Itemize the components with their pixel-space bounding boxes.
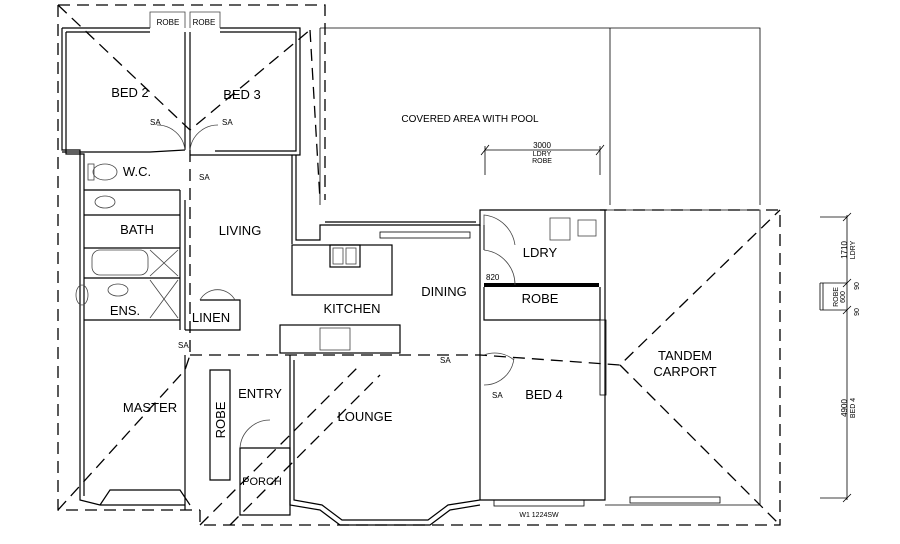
- label-covered-area: COVERED AREA WITH POOL: [401, 114, 539, 125]
- sa-master: SA: [178, 341, 189, 350]
- label-ens: ENS.: [110, 303, 140, 318]
- sa-bed4: SA: [492, 391, 503, 400]
- covered-area-outline: [319, 27, 761, 205]
- door-820: 820: [486, 273, 500, 282]
- dim-top-label2: ROBE: [532, 158, 552, 165]
- label-bed3: BED 3: [223, 87, 261, 102]
- label-bed4: BED 4: [525, 387, 563, 402]
- basin-icon: [94, 195, 116, 209]
- dim-top-label1: LDRY: [533, 151, 552, 158]
- label-living: LIVING: [219, 223, 262, 238]
- toilet-icon: [92, 163, 118, 181]
- sa-bed2: SA: [150, 118, 161, 127]
- label-lounge: LOUNGE: [338, 409, 393, 424]
- dimension-right: 1710 LDRY 90 600 ROBE 90 4900 BED 4: [819, 212, 861, 503]
- label-robe-1: ROBE: [157, 18, 180, 27]
- dim-90-top: 90: [854, 282, 861, 290]
- dim-1710: 1710: [840, 241, 849, 259]
- dim-1710-label: LDRY: [850, 240, 857, 259]
- label-dining: DINING: [421, 284, 467, 299]
- walls: [61, 27, 607, 526]
- dimension-top: 3000 LDRY ROBE: [480, 141, 605, 175]
- label-robe-ldry: ROBE: [522, 291, 559, 306]
- cooktop-icon: [319, 327, 351, 351]
- dim-4900: 4900: [840, 399, 849, 417]
- dim-600: 600: [840, 291, 847, 303]
- sa-hall: SA: [199, 173, 210, 182]
- label-linen: LINEN: [192, 310, 230, 325]
- ens-basin-icon: [107, 283, 129, 297]
- label-robe-master: ROBE: [213, 401, 228, 438]
- annotations: SA SA SA SA SA SA 820 W1 1224SW: [150, 118, 559, 519]
- label-porch: PORCH: [242, 476, 282, 488]
- dim-600-label: ROBE: [833, 287, 840, 307]
- label-entry: ENTRY: [238, 386, 282, 401]
- fixtures: [75, 163, 597, 351]
- label-kitchen: KITCHEN: [323, 301, 380, 316]
- label-wc: W.C.: [123, 164, 151, 179]
- label-ldry: LDRY: [523, 245, 558, 260]
- doors: [149, 11, 516, 449]
- dim-4900-label: BED 4: [850, 398, 857, 418]
- roof-lines: [57, 4, 781, 526]
- bathtub-icon: [91, 249, 149, 276]
- dim-top-value: 3000: [533, 141, 551, 150]
- label-robe-2: ROBE: [193, 18, 216, 27]
- ens-toilet-icon: [75, 284, 89, 306]
- label-master: MASTER: [123, 400, 177, 415]
- sa-lounge: SA: [440, 356, 451, 365]
- sa-bed3: SA: [222, 118, 233, 127]
- room-labels: BED 2 BED 3 ROBE ROBE W.C. BATH LIVING E…: [110, 18, 717, 488]
- dim-90-bottom: 90: [854, 308, 861, 316]
- window-label: W1 1224SW: [519, 512, 559, 519]
- label-bath: BATH: [120, 222, 154, 237]
- robe-rail: [484, 283, 599, 287]
- label-bed2: BED 2: [111, 85, 149, 100]
- label-tandem: TANDEM: [658, 348, 712, 363]
- trough-icon: [577, 219, 597, 237]
- washer-icon: [549, 217, 571, 241]
- label-carport: CARPORT: [653, 364, 716, 379]
